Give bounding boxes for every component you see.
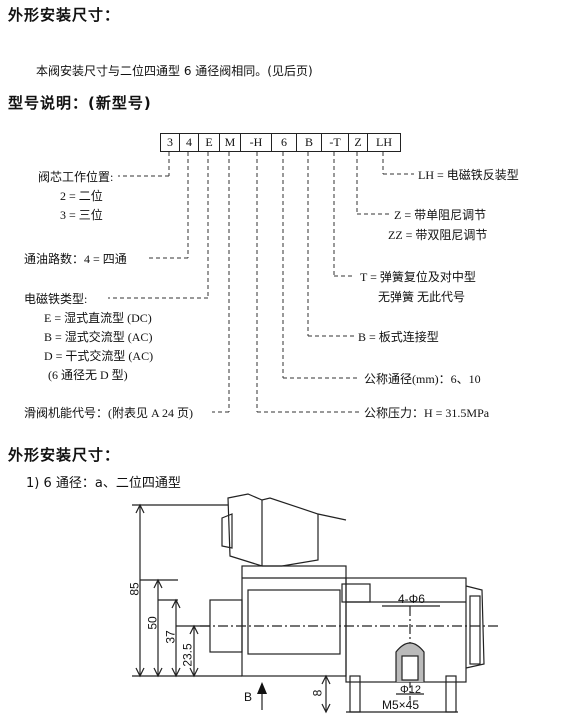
code-box-reverse: LH [367,133,401,152]
label-lh: LH = 电磁铁反装型 [418,168,519,182]
label-sol-d: D = 干式交流型 (AC) [44,349,154,363]
label-function: 滑阀机能代号：(附表见 A 24 页) [24,406,193,420]
label-spool-3: 3 = 三位 [60,208,103,222]
intro-note: 本阀安装尺寸与二位四通型 6 通径阀相同。(见后页) [36,64,313,78]
model-heading: 型号说明：(新型号) [8,94,152,112]
dim-bolts: M5×45 [382,698,420,712]
label-spool-2: 2 = 二位 [60,189,103,203]
dim-8: 8 [310,689,325,697]
label-z: Z = 带单阻尼调节 [394,208,487,222]
dim-23-5: 23.5 [180,643,195,667]
label-size: 公称通径(mm)：6、10 [364,372,481,386]
page-heading-top: 外形安装尺寸： [8,6,121,24]
dim-85: 85 [127,582,142,596]
label-ways: 通油路数：4 = 四通 [24,252,127,266]
label-t-none: 无弹簧 无此代号 [378,290,466,304]
label-b-plate: B = 板式连接型 [358,330,439,344]
label-zz: ZZ = 带双阻尼调节 [388,228,488,242]
dim-holes: 4-Φ6 [398,592,425,606]
label-pressure: 公称压力：H = 31.5MPa [364,406,490,420]
label-sol-note: (6 通径无 D 型) [48,368,128,382]
page-heading-bottom: 外形安装尺寸： [8,446,121,464]
label-sol-e: E = 湿式直流型 (DC) [44,311,152,325]
view-b-label: B [244,690,253,704]
dim-50: 50 [145,616,160,630]
label-solenoid-title: 电磁铁类型: [24,292,88,306]
section-subheading: 1) 6 通径：a、二位四通型 [26,476,181,491]
dim-37: 37 [163,630,178,644]
label-spool-title: 阀芯工作位置: [38,170,114,184]
label-sol-b: B = 湿式交流型 (AC) [44,330,153,344]
label-t: T = 弹簧复位及对中型 [360,270,476,284]
dim-phi12: Φ12 [400,684,422,696]
